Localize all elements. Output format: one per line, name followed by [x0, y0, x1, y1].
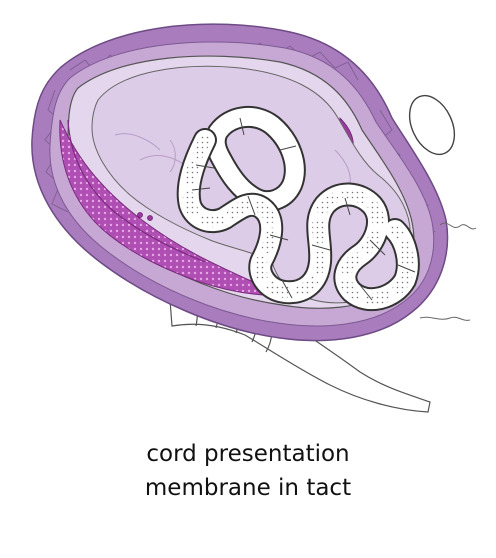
pubic-symphysis: [408, 94, 456, 156]
umbilical-cord: [176, 105, 420, 312]
caption-line-2: membrane in tact: [144, 475, 352, 501]
caption-line-1: cord presentation: [146, 441, 350, 467]
caption: cord presentation membrane in tact: [0, 437, 496, 505]
cord-presentation-illustration: [31, 23, 477, 413]
fascia-squiggles: [419, 222, 477, 321]
